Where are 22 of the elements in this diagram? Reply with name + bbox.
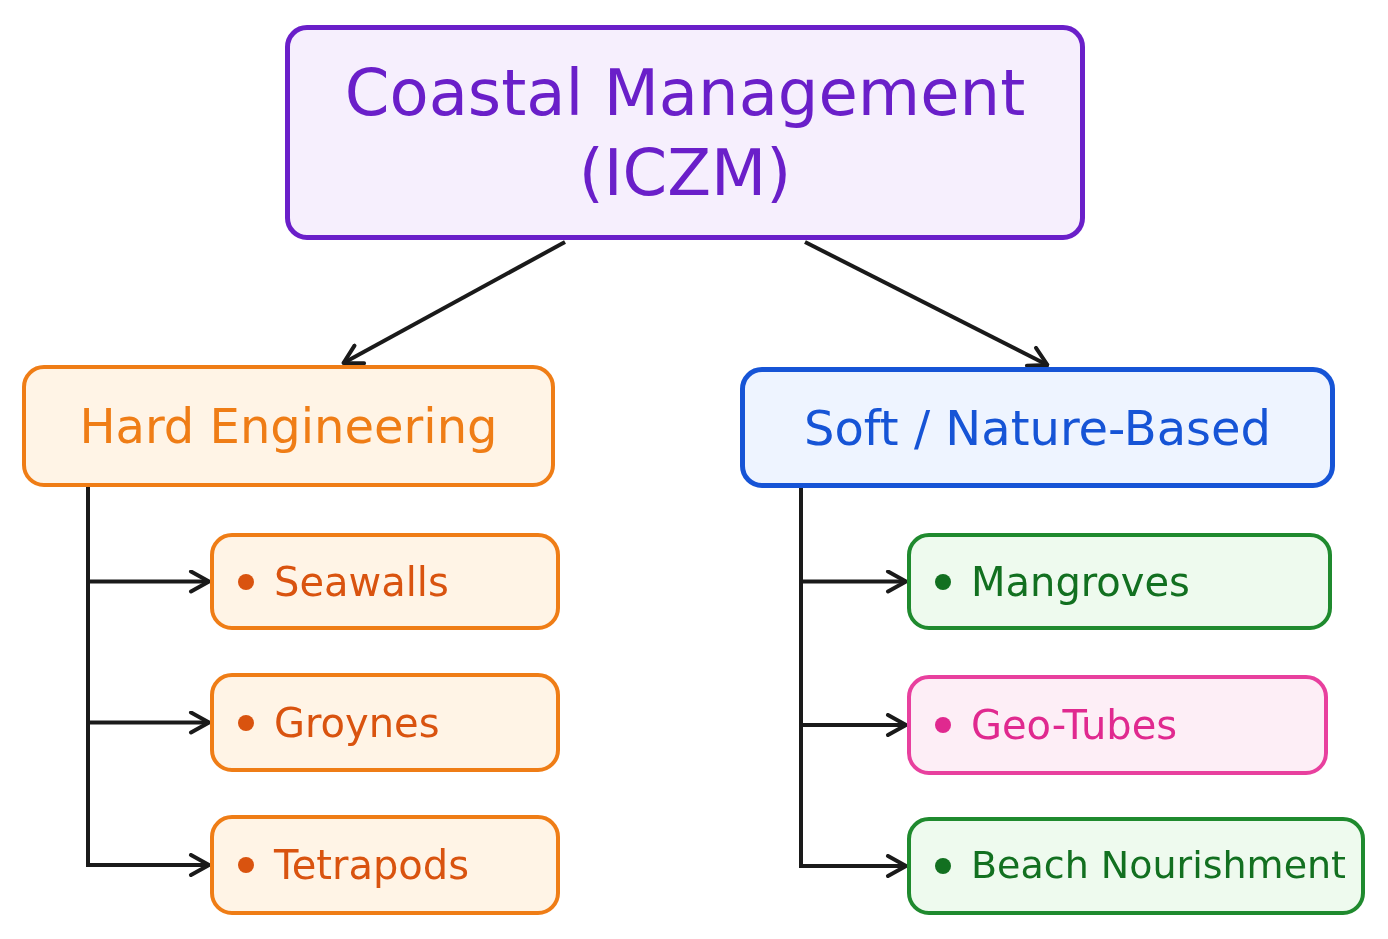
title-text: Coastal Management (ICZM) bbox=[343, 54, 1027, 212]
category-label: Soft / Nature-Based bbox=[802, 398, 1273, 458]
item-box bbox=[907, 533, 1332, 630]
item-box bbox=[210, 533, 560, 630]
item-box bbox=[210, 673, 560, 772]
arrow bbox=[804, 240, 1050, 368]
category-box bbox=[22, 365, 555, 487]
category-label: Hard Engineering bbox=[78, 397, 499, 456]
item-box bbox=[907, 817, 1365, 915]
item-label: Mangroves bbox=[971, 557, 1190, 607]
item-box bbox=[907, 675, 1328, 775]
item-label: Seawalls bbox=[274, 557, 449, 607]
category-box bbox=[740, 367, 1335, 488]
title-box bbox=[285, 25, 1085, 240]
arrow bbox=[86, 487, 211, 877]
item-box bbox=[210, 815, 560, 915]
arrow bbox=[341, 240, 566, 366]
item-label: Geo-Tubes bbox=[971, 701, 1178, 750]
item-label: Beach Nourishment bbox=[971, 842, 1346, 890]
arrow bbox=[799, 488, 908, 878]
item-label: Tetrapods bbox=[274, 841, 469, 890]
item-label: Groynes bbox=[274, 698, 440, 748]
